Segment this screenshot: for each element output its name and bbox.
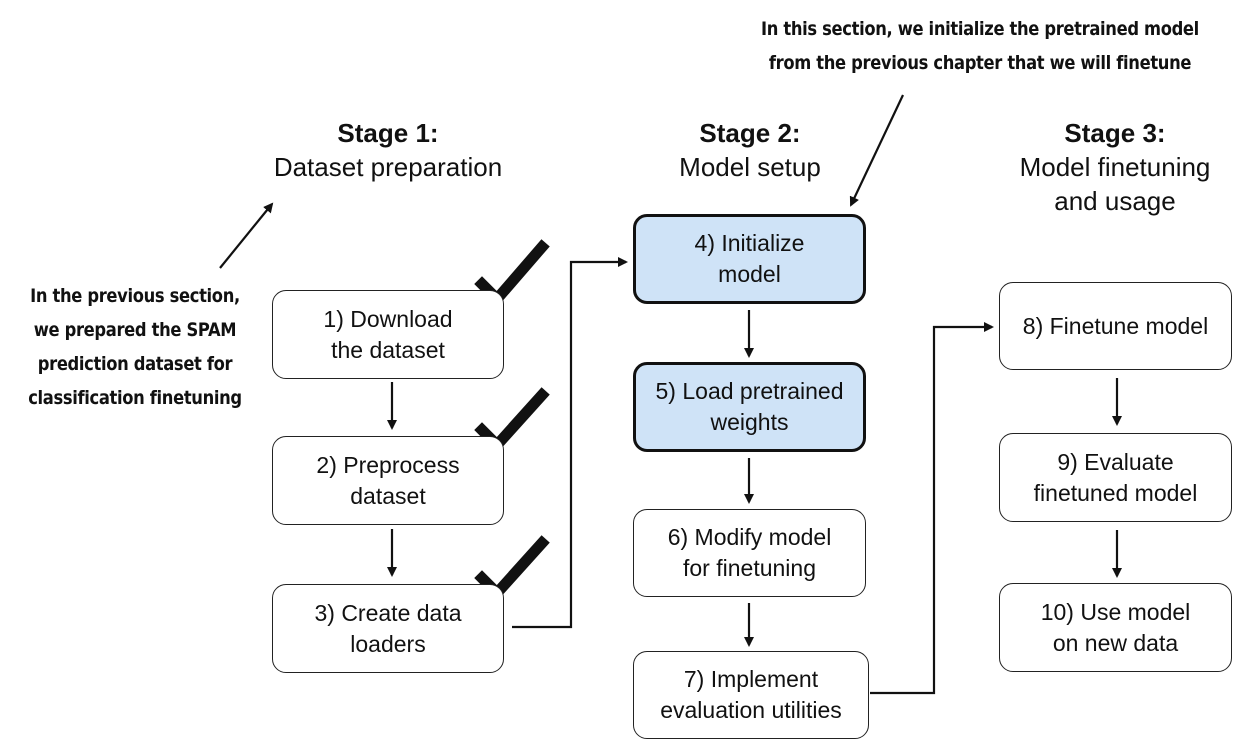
- step-1-download-dataset: 1) Download the dataset: [272, 290, 504, 379]
- step-10-use-model: 10) Use model on new data: [999, 583, 1232, 672]
- step-label: 4) Initialize: [694, 230, 805, 256]
- step-label: loaders: [350, 630, 426, 657]
- step-5-load-pretrained-weights: 5) Load pretrained weights: [633, 362, 866, 452]
- stage-3-subtitle-line1: Model finetuning: [1019, 152, 1211, 182]
- step-label: model: [718, 261, 781, 287]
- stage-2-title: Stage 2:: [699, 118, 801, 148]
- step-2-preprocess-dataset: 2) Preprocess dataset: [272, 436, 504, 525]
- left-annotation: In the previous section, we prepared the…: [19, 279, 251, 415]
- left-annotation-line4: classification finetuning: [28, 387, 242, 409]
- step-4-initialize-model: 4) Initialize model: [633, 214, 866, 304]
- step-label: evaluation utilities: [660, 697, 842, 723]
- step-label: the dataset: [331, 336, 445, 363]
- stage-1-title: Stage 1:: [337, 118, 439, 148]
- stage-2-header: Stage 2: Model setup: [610, 116, 890, 184]
- left-annotation-line1: In the previous section,: [30, 285, 240, 307]
- top-annotation-line2: from the previous chapter that we will f…: [768, 52, 1192, 74]
- top-annotation-line1: In this section, we initialize the pretr…: [761, 18, 1199, 40]
- step-label: weights: [710, 409, 789, 435]
- step-label: 6) Modify model: [667, 524, 832, 550]
- stage-1-header: Stage 1: Dataset preparation: [238, 116, 538, 184]
- step-label: finetuned model: [1033, 479, 1198, 506]
- step-label: 7) Implement: [683, 666, 819, 692]
- step-7-implement-evaluation-utilities: 7) Implement evaluation utilities: [633, 651, 869, 739]
- stage-3-header: Stage 3: Model finetuning and usage: [980, 116, 1247, 218]
- arrow-3-to-4: [512, 257, 628, 629]
- arrow-7-to-8: [870, 322, 994, 695]
- step-label: 1) Download: [323, 305, 453, 332]
- step-label: on new data: [1052, 629, 1179, 656]
- step-label: dataset: [350, 482, 426, 509]
- left-annotation-line2: we prepared the SPAM: [33, 319, 237, 341]
- step-6-modify-model: 6) Modify model for finetuning: [633, 509, 866, 597]
- left-note-pointer: [219, 202, 274, 269]
- top-annotation: In this section, we initialize the pretr…: [739, 12, 1221, 80]
- top-note-pointer: [849, 94, 904, 207]
- step-label: 8) Finetune model: [1022, 312, 1209, 339]
- step-9-evaluate-finetuned-model: 9) Evaluate finetuned model: [999, 433, 1232, 522]
- step-label: 2) Preprocess: [316, 451, 460, 478]
- step-label: 3) Create data: [314, 599, 462, 626]
- step-label: 10) Use model: [1040, 598, 1191, 625]
- step-label: 9) Evaluate: [1057, 448, 1174, 475]
- left-annotation-line3: prediction dataset for: [37, 353, 233, 375]
- step-3-create-data-loaders: 3) Create data loaders: [272, 584, 504, 673]
- step-8-finetune-model: 8) Finetune model: [999, 282, 1232, 370]
- stage-3-subtitle-line2: and usage: [1054, 186, 1176, 216]
- step-label: for finetuning: [683, 555, 816, 581]
- stage-2-subtitle: Model setup: [679, 152, 821, 182]
- stage-1-subtitle: Dataset preparation: [273, 152, 503, 182]
- step-label: 5) Load pretrained: [655, 378, 844, 404]
- stage-3-title: Stage 3:: [1064, 118, 1166, 148]
